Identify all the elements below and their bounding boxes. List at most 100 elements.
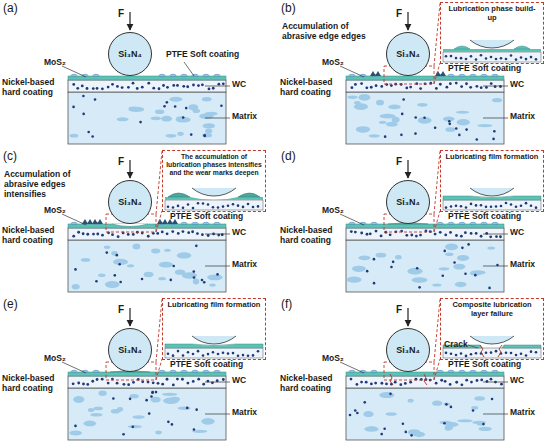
material-name: Si₃N₄ <box>118 345 141 355</box>
nickel-coating <box>68 80 226 92</box>
matrix-grain <box>395 255 402 259</box>
wc-particle <box>201 279 204 282</box>
abrasive-edge <box>87 219 93 224</box>
wc-particle <box>150 395 153 398</box>
wc-particle <box>92 87 95 90</box>
mos2-flake <box>492 222 498 224</box>
wc-particle <box>485 232 488 235</box>
panel-illustration <box>340 150 544 292</box>
matrix-grain <box>457 255 469 261</box>
mos2-flake <box>448 370 454 372</box>
panel-letter: (e) <box>3 298 18 312</box>
wc-particle <box>167 421 170 424</box>
wc-particle <box>252 206 255 209</box>
wc-particle <box>129 398 132 401</box>
wc-particle <box>182 230 185 233</box>
matrix-grain <box>348 96 358 99</box>
wc-particle <box>465 128 468 131</box>
wc-particle <box>458 134 461 137</box>
matrix-grain <box>175 270 185 275</box>
matrix-grain <box>70 134 79 138</box>
wc-particle <box>191 230 194 233</box>
wc-particle <box>414 116 417 119</box>
wc-particle <box>435 87 438 90</box>
force-arrow <box>407 308 408 326</box>
force-label: F <box>396 8 402 20</box>
wc-particle <box>455 82 458 85</box>
wc-particle <box>510 54 513 57</box>
wc-particle <box>434 233 437 236</box>
ball-outline <box>192 336 236 344</box>
wc-particle <box>385 383 388 386</box>
matrix-grain <box>456 111 470 114</box>
wc-particle <box>197 84 200 87</box>
panel-illustration <box>62 298 266 440</box>
wc-particle <box>161 231 164 234</box>
matrix-grain <box>376 100 384 106</box>
wc-particle <box>217 206 220 209</box>
matrix <box>68 92 226 144</box>
mos2-flake <box>93 370 99 372</box>
matrix-grain <box>116 117 128 121</box>
wc-particle <box>475 232 478 235</box>
wc-particle <box>171 423 174 426</box>
wc-particle <box>360 82 363 85</box>
wc-particle <box>390 84 393 87</box>
inset-caption: Lubrication phase build-up <box>444 5 540 22</box>
matrix-grain <box>98 273 106 277</box>
wc-particle <box>530 204 533 207</box>
wc-particle <box>495 350 498 353</box>
wc-particle <box>470 232 473 235</box>
matrix-grain <box>445 253 454 257</box>
ball-section <box>470 40 514 48</box>
zoom-inset: Lubrication phase build-up <box>440 2 544 64</box>
wc-particle <box>499 85 502 88</box>
inset-caption: Composite lubrication layer failure <box>444 301 540 318</box>
crack <box>480 345 502 357</box>
zoom-inset: Lubricating film formation <box>440 150 544 212</box>
wc-particle <box>112 397 115 400</box>
mos2-flake <box>203 370 209 372</box>
wc-particle <box>247 203 250 206</box>
matrix-grain <box>128 425 142 428</box>
inset-picture <box>440 2 544 64</box>
wc-particle <box>490 56 493 59</box>
zoom-inset: The accumulation of lubrication phases i… <box>162 150 266 212</box>
wc-particle <box>131 426 134 429</box>
matrix-grain <box>432 400 442 405</box>
wc-particle <box>492 138 495 141</box>
wc-particle <box>465 379 468 382</box>
wc-particle <box>174 105 177 108</box>
part-label: PTFE Soft coating <box>448 64 521 74</box>
wc-particle <box>247 354 250 357</box>
wc-particle <box>107 86 110 89</box>
wc-particle <box>139 121 142 124</box>
wc-particle <box>418 286 421 289</box>
wc-particle <box>166 232 169 235</box>
wc-particle <box>122 433 125 436</box>
matrix-grain <box>128 107 138 112</box>
inset-ground <box>162 150 266 212</box>
mos2-flake <box>203 222 209 224</box>
matrix-grain <box>104 246 110 249</box>
wc-particle <box>464 272 467 275</box>
wc-particle <box>203 134 206 137</box>
wc-particle <box>86 383 89 386</box>
mos2-flake <box>470 222 476 224</box>
wc-particle <box>404 382 407 385</box>
force-arrow <box>129 160 130 178</box>
wc-particle <box>172 354 175 357</box>
matrix-grain <box>356 126 370 133</box>
mos2-flake <box>481 370 487 372</box>
wc-particle <box>460 57 463 60</box>
wc-particle <box>535 206 538 209</box>
wc-particle <box>480 235 483 238</box>
wc-particle <box>410 434 413 437</box>
wc-particle <box>177 350 180 353</box>
wc-particle <box>505 351 508 354</box>
wc-particle <box>167 353 170 356</box>
wc-particle <box>96 378 99 381</box>
wc-particle <box>520 205 523 208</box>
wc-particle <box>375 230 378 233</box>
wc-particle <box>455 57 458 60</box>
